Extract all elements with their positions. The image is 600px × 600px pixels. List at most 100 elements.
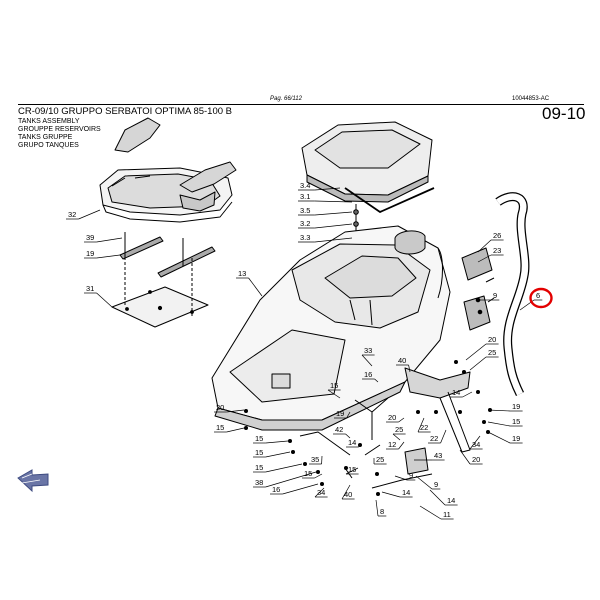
callout-label[interactable]: 19	[336, 409, 344, 418]
callout-leader	[487, 431, 511, 444]
callout-label[interactable]: 25	[395, 425, 403, 434]
callout-leader	[477, 239, 492, 253]
callout-leader	[341, 484, 351, 500]
callout-label[interactable]: 33	[364, 346, 372, 355]
callout-leader	[462, 391, 473, 398]
callout-label[interactable]: 15	[304, 469, 312, 478]
callout-label[interactable]: 22	[420, 423, 428, 432]
callout-label[interactable]: 26	[493, 231, 501, 240]
navigation-arrow-icon[interactable]	[17, 469, 49, 493]
callout-label[interactable]: 23	[493, 246, 501, 255]
callout-label[interactable]: 20	[472, 455, 480, 464]
callout-leader	[477, 254, 492, 263]
callout-label[interactable]: 20	[216, 403, 224, 412]
callout-label[interactable]: 20	[488, 335, 496, 344]
subtitle-es: GRUPO TANQUES	[18, 142, 79, 149]
callout-leader	[314, 487, 325, 498]
callout-leader	[282, 483, 319, 495]
callout-leader	[78, 209, 101, 220]
callout-label[interactable]: 22	[430, 434, 438, 443]
callout-leader	[226, 409, 245, 413]
callout-label[interactable]: 32	[68, 210, 76, 219]
callout-label[interactable]: 3.5	[300, 206, 310, 215]
callout-leader	[327, 389, 341, 399]
callout-label[interactable]: 14	[348, 438, 356, 447]
callout-label[interactable]: 39	[86, 233, 94, 242]
callout-label[interactable]: 34	[472, 440, 480, 449]
callout-leader	[381, 491, 401, 498]
callout-leader	[398, 417, 405, 423]
callout-label[interactable]: 9	[409, 471, 413, 480]
document-code: 10044853-AC	[512, 96, 550, 102]
callout-label[interactable]: 34	[317, 488, 325, 497]
callout-label[interactable]: 16	[272, 485, 280, 494]
callout-label[interactable]: 12	[388, 440, 396, 449]
callout-leader	[375, 499, 379, 517]
callout-label[interactable]: 3.4	[300, 181, 310, 190]
callout-leader	[469, 356, 487, 371]
callout-label[interactable]: 11	[443, 510, 451, 519]
callout-leader	[440, 429, 447, 444]
callout-label[interactable]: 15	[512, 417, 520, 426]
callout-label[interactable]: 40	[344, 490, 352, 499]
callout-leader	[96, 292, 113, 308]
subtitle-de: TANKS GRUPPE	[18, 134, 73, 141]
callout-label[interactable]: 13	[238, 269, 246, 278]
callout-label[interactable]: 16	[364, 370, 372, 379]
callout-leader	[419, 505, 442, 520]
callout-leader	[248, 277, 263, 297]
callout-label[interactable]: 25	[488, 348, 496, 357]
callout-leader	[314, 237, 353, 243]
callout-label[interactable]: 40	[398, 356, 406, 365]
tank-cover	[301, 121, 435, 213]
callout-label[interactable]: 25	[376, 455, 384, 464]
callout-label[interactable]: 19	[512, 402, 520, 411]
callout-leader	[265, 451, 291, 458]
callout-label[interactable]: 42	[335, 425, 343, 434]
page-title: CR-09/10 GRUPPO SERBATOI OPTIMA 85-100 B	[18, 106, 233, 117]
callout-label[interactable]: 19	[86, 249, 94, 258]
header-rule	[18, 104, 584, 105]
fastener-markers	[244, 360, 492, 496]
callout-leader	[361, 354, 373, 367]
callout-label[interactable]: 15	[255, 448, 263, 457]
callout-leader	[314, 211, 353, 216]
callout-label[interactable]: 19	[512, 434, 520, 443]
callout-leader	[314, 473, 323, 479]
callout-leader	[487, 409, 511, 412]
callout-label[interactable]: 9	[493, 291, 497, 300]
subtitle-en: TANKS ASSEMBLY	[18, 118, 80, 125]
callout-label[interactable]: 6	[536, 291, 540, 300]
callout-label[interactable]: 15	[348, 465, 356, 474]
seat-rails	[119, 232, 216, 278]
callout-leader	[394, 475, 408, 481]
callout-label[interactable]: 15	[330, 381, 338, 390]
callout-label[interactable]: 14	[402, 488, 410, 497]
callout-leader	[345, 467, 359, 475]
callout-label[interactable]: 3.1	[300, 192, 310, 201]
callout-label[interactable]: 3.2	[300, 219, 310, 228]
callout-label[interactable]: 31	[86, 284, 94, 293]
callout-label[interactable]: 43	[434, 451, 442, 460]
callout-leader	[374, 378, 379, 383]
callout-leader	[429, 489, 446, 506]
callout-label[interactable]: 14	[447, 496, 455, 505]
callout-label[interactable]: 15	[216, 423, 224, 432]
callout-label[interactable]: 15	[255, 434, 263, 443]
callout-label[interactable]: 35	[311, 455, 319, 464]
callout-label[interactable]: 8	[380, 507, 384, 516]
callout-leader	[392, 433, 401, 441]
callout-leader	[265, 440, 289, 444]
tank-body	[211, 225, 451, 431]
callout-label[interactable]: 14	[452, 388, 460, 397]
callout-leader	[226, 427, 245, 433]
callout-leader	[96, 237, 123, 243]
callout-label[interactable]: 38	[255, 478, 263, 487]
callout-label[interactable]: 15	[255, 463, 263, 472]
callout-leader	[459, 449, 471, 465]
callout-label[interactable]: 20	[388, 413, 396, 422]
callout-label[interactable]: 3.3	[300, 233, 310, 242]
callout-label[interactable]: 9	[434, 480, 438, 489]
